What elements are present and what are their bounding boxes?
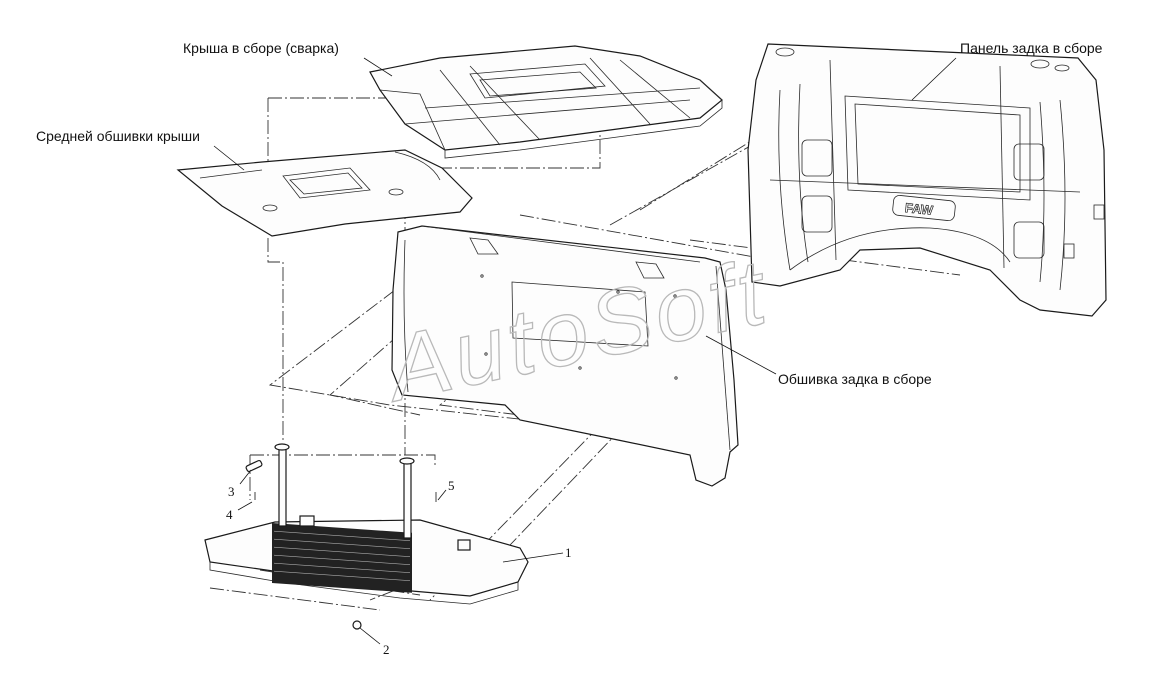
callout-roof-assembly: Крыша в сборе (сварка): [183, 40, 339, 56]
callout-roof-middle-trim: Средней обшивки крыши: [36, 128, 200, 144]
roof-middle-trim: [176, 149, 473, 237]
part-number-3: 3: [228, 484, 235, 499]
roof-assembly: [369, 45, 723, 159]
callout-rear-panel-assembly: Панель задка в сборе: [960, 40, 1103, 56]
storage-box: [204, 443, 529, 630]
rear-panel-assembly: FAW: [747, 43, 1107, 317]
part-number-5: 5: [448, 478, 455, 493]
emblem-text: FAW: [904, 200, 934, 218]
part-number-1: 1: [565, 545, 572, 560]
callout-rear-wall-trim: Обшивка задка в сборе: [778, 371, 932, 387]
part-number-2: 2: [383, 642, 390, 657]
callouts: Крыша в сборе (сварка) Средней обшивки к…: [36, 40, 1103, 657]
rear-wall-trim: [391, 225, 739, 487]
part-number-4: 4: [226, 507, 233, 522]
